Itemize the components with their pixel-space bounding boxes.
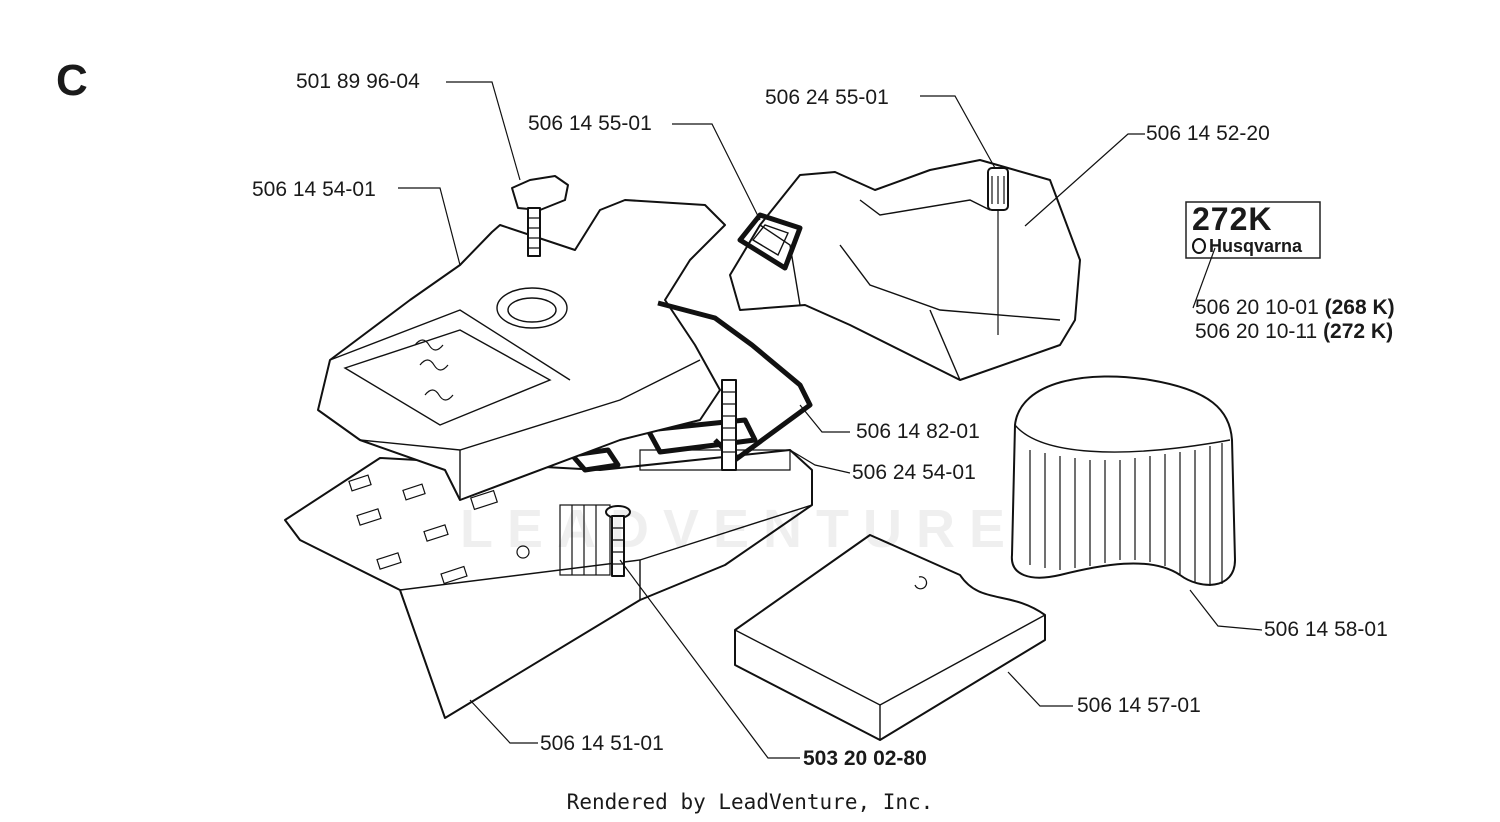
knob-drawing	[511, 175, 569, 257]
decal-model: 272K	[1192, 201, 1273, 237]
section-letter: C	[56, 56, 88, 105]
decal: 272K Husqvarna	[1190, 202, 1318, 258]
gasket-drawing	[645, 417, 758, 455]
part-label-506-14-52-20: 506 14 52-20	[1146, 122, 1270, 145]
part-label-506-20-10-11: 506 20 10-11 (272 K)	[1195, 320, 1394, 343]
part-label-506-14-57-01: 506 14 57-01	[1077, 694, 1201, 717]
leader-lines	[398, 81, 1263, 759]
part-label-506-14-82-01: 506 14 82-01	[856, 420, 980, 443]
part-label-501-89-96-04: 501 89 96-04	[296, 70, 420, 93]
footer-credit: Rendered by LeadVenture, Inc.	[566, 790, 934, 814]
bolt-drawing	[721, 379, 737, 471]
filter-cover-drawing	[729, 159, 1081, 381]
part-label-506-20-10-01: 506 20 10-01 (268 K)	[1195, 296, 1395, 319]
part-label-506-14-51-01: 506 14 51-01	[540, 732, 664, 755]
part-label-506-24-54-01: 506 24 54-01	[852, 461, 976, 484]
filter-pad-drawing	[734, 534, 1046, 741]
part-label-506-14-55-01: 506 14 55-01	[528, 112, 652, 135]
part-label-503-20-02-80: 503 20 02-80	[803, 747, 927, 770]
decal-brand: Husqvarna	[1209, 236, 1303, 256]
husqvarna-crown-icon	[1192, 238, 1206, 254]
small-spacer-drawing	[987, 167, 1009, 335]
top-cover-drawing	[317, 199, 726, 501]
part-label-506-14-58-01: 506 14 58-01	[1264, 618, 1388, 641]
watermark: LEADVENTURE	[460, 499, 1020, 559]
base-housing-drawing	[284, 449, 813, 719]
part-label-506-14-54-01: 506 14 54-01	[252, 178, 376, 201]
part-label-506-24-55-01: 506 24 55-01	[765, 86, 889, 109]
small-gasket-drawing	[737, 212, 803, 271]
decal-drawing	[1185, 201, 1321, 259]
air-filter-drawing	[1010, 375, 1236, 586]
